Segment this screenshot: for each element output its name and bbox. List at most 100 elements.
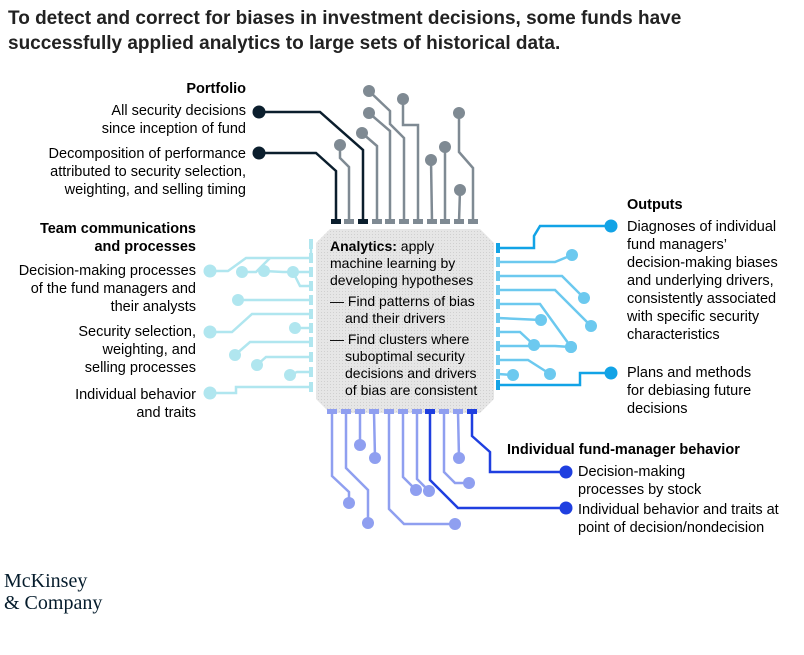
circuit-node xyxy=(507,369,519,381)
label-line: Security selection, xyxy=(78,324,196,340)
circuit-node xyxy=(397,93,409,105)
circuit-node xyxy=(236,266,248,278)
circuit-trace xyxy=(429,159,434,223)
circuit-trace xyxy=(210,385,311,395)
label-line: with specific security xyxy=(627,309,760,325)
circuit-node xyxy=(604,366,618,380)
label-line: point of decision/nondecision xyxy=(578,520,765,536)
circuit-trace xyxy=(497,316,542,322)
circuit-node xyxy=(535,314,547,326)
chip-pin xyxy=(496,285,500,295)
circuit-node xyxy=(232,294,244,306)
label-line: characteristics xyxy=(627,327,720,343)
chip-bullet: — Find clusters where suboptimal securit… xyxy=(330,331,478,398)
circuit-trace xyxy=(401,412,417,491)
label-line: processes by stock xyxy=(578,482,702,498)
chip-pin xyxy=(454,219,464,224)
label-line: weighting, and xyxy=(102,342,196,358)
circuit-node xyxy=(439,141,451,153)
title-line: To detect and correct for biases in inve… xyxy=(8,8,682,29)
circuit-trace xyxy=(368,112,392,222)
circuit-trace xyxy=(456,411,461,459)
label-line: Decision-making processes xyxy=(18,263,196,279)
diagram-title: To detect and correct for biases in inve… xyxy=(8,6,681,56)
circuit-trace xyxy=(256,355,311,366)
label-line: decisions xyxy=(627,401,688,417)
chip-pin xyxy=(372,219,382,224)
logo-line: & Company xyxy=(4,592,103,614)
circuit-node xyxy=(578,292,590,304)
label-line: and underlying drivers, xyxy=(627,273,774,289)
circuit-node xyxy=(363,107,375,119)
chip-pin xyxy=(309,267,313,277)
chip-pin xyxy=(309,352,313,362)
circuit-trace xyxy=(428,412,566,510)
circuit-node xyxy=(252,146,266,160)
circuit-node xyxy=(528,339,540,351)
chip-pin xyxy=(496,257,500,267)
chip-pin xyxy=(385,219,395,224)
circuit-trace xyxy=(498,330,535,346)
circuit-trace xyxy=(498,371,611,387)
chip-pin xyxy=(309,295,313,305)
label-line: weighting, and selling timing xyxy=(64,182,246,198)
circuit-trace xyxy=(259,151,338,222)
chip-bullet: — Find patterns of bias and their driver… xyxy=(330,293,475,326)
chip-pin xyxy=(355,409,365,414)
circuit-node xyxy=(334,139,346,151)
circuit-node xyxy=(453,452,465,464)
circuit-trace xyxy=(498,274,585,299)
circuit-trace xyxy=(442,412,469,485)
circuit-node xyxy=(585,320,597,332)
chip-pin xyxy=(309,323,313,333)
circuit-trace xyxy=(368,90,406,222)
analytics-chip-text: Analytics: apply machine learning by dev… xyxy=(330,238,490,399)
circuit-node xyxy=(463,477,475,489)
chip-pin xyxy=(309,367,313,377)
label-line: Decomposition of performance xyxy=(48,146,246,162)
chip-pin xyxy=(309,309,313,319)
chip-pin xyxy=(496,271,500,281)
circuit-node xyxy=(343,497,355,509)
behavior-heading: Individual fund-manager behavior xyxy=(507,442,740,458)
circuit-node xyxy=(251,359,263,371)
circuit-node xyxy=(604,219,618,233)
circuit-node xyxy=(559,465,573,479)
circuit-node xyxy=(449,518,461,530)
circuit-trace xyxy=(344,412,370,523)
portfolio-heading: Portfolio xyxy=(186,81,246,97)
circuit-node xyxy=(454,184,466,196)
circuit-node xyxy=(559,501,573,515)
circuit-trace xyxy=(498,288,592,327)
chip-pin xyxy=(496,327,500,337)
team-item: Security selection, weighting, and selling… xyxy=(78,323,196,377)
title-line: successfully applied analytics to large … xyxy=(8,33,561,54)
team-item: Decision-making processes of the fund man… xyxy=(19,262,196,316)
circuit-trace xyxy=(415,412,430,492)
chip-pin xyxy=(496,341,500,351)
label-line: of the fund managers and xyxy=(30,281,196,297)
circuit-trace xyxy=(234,340,311,356)
circuit-node xyxy=(453,107,465,119)
circuit-trace xyxy=(470,412,566,474)
circuit-node xyxy=(203,386,217,400)
circuit-node xyxy=(363,85,375,97)
chip-pin xyxy=(467,409,477,414)
circuit-trace xyxy=(372,411,377,459)
chip-pin xyxy=(331,219,341,224)
circuit-trace xyxy=(263,269,311,274)
circuit-node xyxy=(287,266,299,278)
label-line: selling processes xyxy=(84,360,196,376)
chip-pin xyxy=(384,409,394,414)
circuit-node xyxy=(203,264,217,278)
logo-line: McKinsey xyxy=(4,570,88,592)
chip-pin xyxy=(496,355,500,365)
